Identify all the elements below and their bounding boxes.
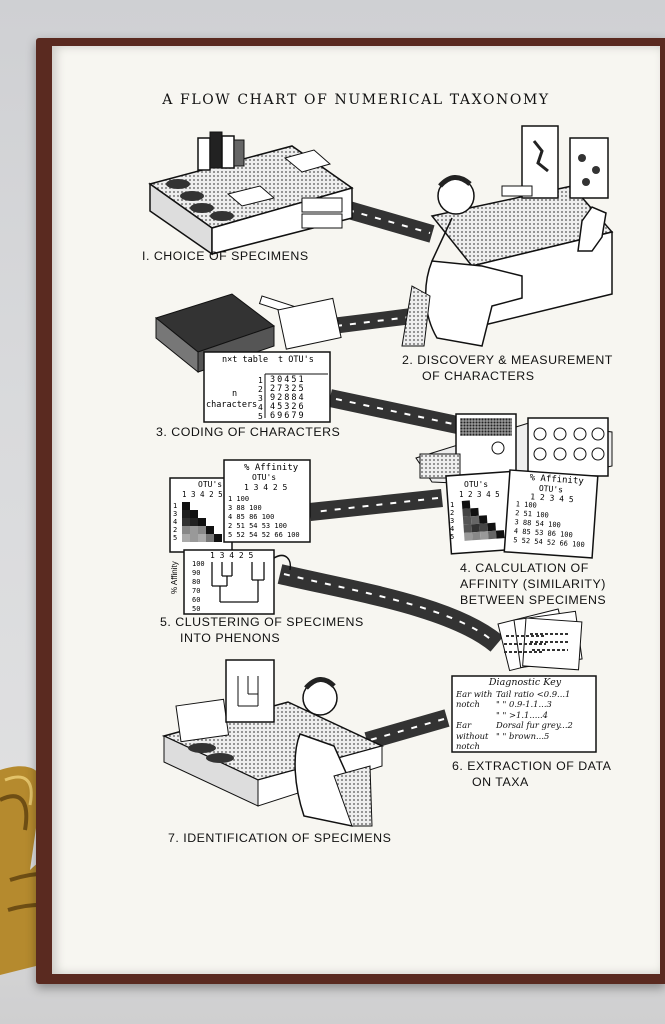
matrix-row-label: 1 [173, 502, 178, 510]
nt-row-number: 3 [258, 394, 263, 403]
nt-row-values: 30451 [270, 375, 306, 385]
shaded-matrix-left-otus: OTU's [198, 480, 223, 489]
matrix-row-label: 1 [450, 501, 455, 509]
shaded-matrix-left [169, 477, 233, 553]
affinity-table-right-frame [503, 469, 599, 559]
dendrogram-tick: 60 [192, 596, 201, 604]
nt-row-number: 1 [258, 376, 263, 385]
matrix-row-label: 2 [173, 526, 178, 534]
affinity-row: 3 88 100 [228, 504, 262, 512]
step-2-label-line2: OF CHARACTERS [422, 369, 535, 383]
nt-table-rowlabel-characters: characters [206, 400, 258, 410]
step-5-label-line2: INTO PHENONS [180, 631, 281, 645]
step-4-label-line2: AFFINITY (SIMILARITY) [460, 577, 606, 591]
nt-table [203, 351, 331, 423]
nt-row-number: 5 [258, 412, 263, 421]
matrix-row-label: 4 [450, 525, 455, 533]
affinity-left-rows: 1 100 3 88 100 4 85 86 100 2 51 54 53 10… [228, 495, 300, 540]
matrix-row-label: 2 [450, 509, 455, 517]
data-sheets-illustration [497, 608, 583, 672]
step-4-label-line3: BETWEEN SPECIMENS [460, 593, 607, 607]
diagnostic-key: Diagnostic Key Ear with notch Tail ratio… [456, 677, 594, 752]
page-title: A FLOW CHART OF NUMERICAL TAXONOMY [162, 92, 550, 108]
nt-row-values: 45326 [270, 402, 306, 412]
matrix-row-label: 4 [173, 518, 178, 526]
affinity-left-heading: % Affinity [244, 463, 299, 473]
key-notch: notch [456, 741, 480, 751]
identification-desk-illustration [161, 659, 385, 827]
dendrogram-tick: 100 [192, 560, 205, 568]
book-page: A FLOW CHART OF NUMERICAL TAXONOMY [52, 46, 660, 974]
flow-arrows [277, 199, 504, 750]
step-6-label-line2: ON TAXA [472, 775, 529, 789]
affinity-table-left-frame [223, 459, 311, 543]
affinity-table-right: % Affinity OTU's 1 2 3 4 5 1 100 2 51 10… [509, 472, 600, 551]
dendrogram-axis-label: % Affinity [170, 561, 179, 594]
step-2-label-line1: 2. DISCOVERY & MEASUREMENT [402, 353, 613, 367]
step-1-label: I. CHOICE OF SPECIMENS [142, 249, 309, 263]
dendrogram-tick: 50 [192, 605, 201, 613]
matrix-row-label: 5 [173, 534, 178, 542]
diagnostic-key-card [451, 675, 597, 753]
affinity-row: 1 100 [228, 495, 250, 503]
nt-row-values: 27325 [270, 384, 306, 394]
key-line: " " brown...5 [496, 730, 550, 741]
nt-row-number: 2 [258, 385, 263, 394]
key-notch: notch [456, 699, 480, 709]
step-5-label-line1: 5. CLUSTERING OF SPECIMENS [160, 615, 364, 629]
nt-row-values: 92884 [270, 393, 306, 403]
dendrogram-tick: 80 [192, 578, 201, 586]
affinity-left-otus: OTU's [252, 473, 277, 482]
key-line: " " >1.1.....4 [496, 709, 549, 720]
affinity-row: 4 85 86 100 [228, 513, 275, 521]
dendrogram [183, 549, 292, 615]
matrix-row-label: 3 [450, 517, 455, 525]
dendrogram-tick: 70 [192, 587, 201, 595]
nt-table-values: 30451 27325 92884 45326 69679 [270, 376, 306, 421]
shaded-matrix-left-cols: 1 3 4 2 5 [182, 490, 223, 499]
shaded-matrix-right-cols: 1 2 3 4 5 [459, 490, 500, 499]
matrix-row-label: 3 [173, 510, 178, 518]
shaded-matrix-left-rows: 1 3 4 2 5 [173, 502, 177, 542]
dendrogram-top-labels: 1 3 4 2 5 [210, 551, 254, 560]
key-ear-with: Ear with [456, 688, 493, 699]
affinity-row: 5 52 54 52 66 100 [228, 531, 300, 539]
key-line: Tail ratio <0.9...1 [496, 688, 571, 699]
step-6-label-line1: 6. EXTRACTION OF DATA [452, 759, 612, 773]
affinity-left-cols: 1 3 4 2 5 [244, 483, 288, 492]
step-3-label: 3. CODING OF CHARACTERS [156, 425, 341, 439]
nt-row-number: 4 [258, 403, 263, 412]
diagnostic-key-title: Diagnostic Key [488, 677, 562, 688]
shaded-matrix-right-rows: 1 2 3 4 5 [450, 501, 454, 541]
shaded-matrix-right-otus: OTU's [464, 480, 489, 489]
dendrogram-ticks: 100 90 80 70 60 50 [192, 560, 205, 614]
step-7-label: 7. IDENTIFICATION OF SPECIMENS [168, 831, 392, 845]
illustration-canvas [148, 125, 614, 827]
nt-table-heading: n×t table [222, 355, 269, 365]
dendrogram-tick: 90 [192, 569, 201, 577]
computer-room-illustration [415, 413, 613, 487]
matrix-row-label: 5 [450, 533, 455, 541]
nt-table-row-numbers: 1 2 3 4 5 [258, 376, 263, 421]
nt-table-rowlabel-n: n [232, 389, 238, 399]
step-4-label-line1: 4. CALCULATION OF [460, 561, 589, 575]
desk-specimens-illustration [148, 131, 354, 256]
nt-row-values: 69679 [270, 411, 306, 421]
affinity-row: 2 51 54 53 100 [228, 522, 288, 530]
shaded-matrix-right [445, 470, 517, 555]
scientist-measuring-illustration [401, 125, 614, 347]
key-line: " " 0.9-1.1...3 [496, 699, 552, 709]
key-line: Dorsal fur grey...2 [496, 720, 573, 730]
nt-table-otus: t OTU's [278, 355, 314, 365]
key-ear-without: Ear without [456, 720, 489, 741]
